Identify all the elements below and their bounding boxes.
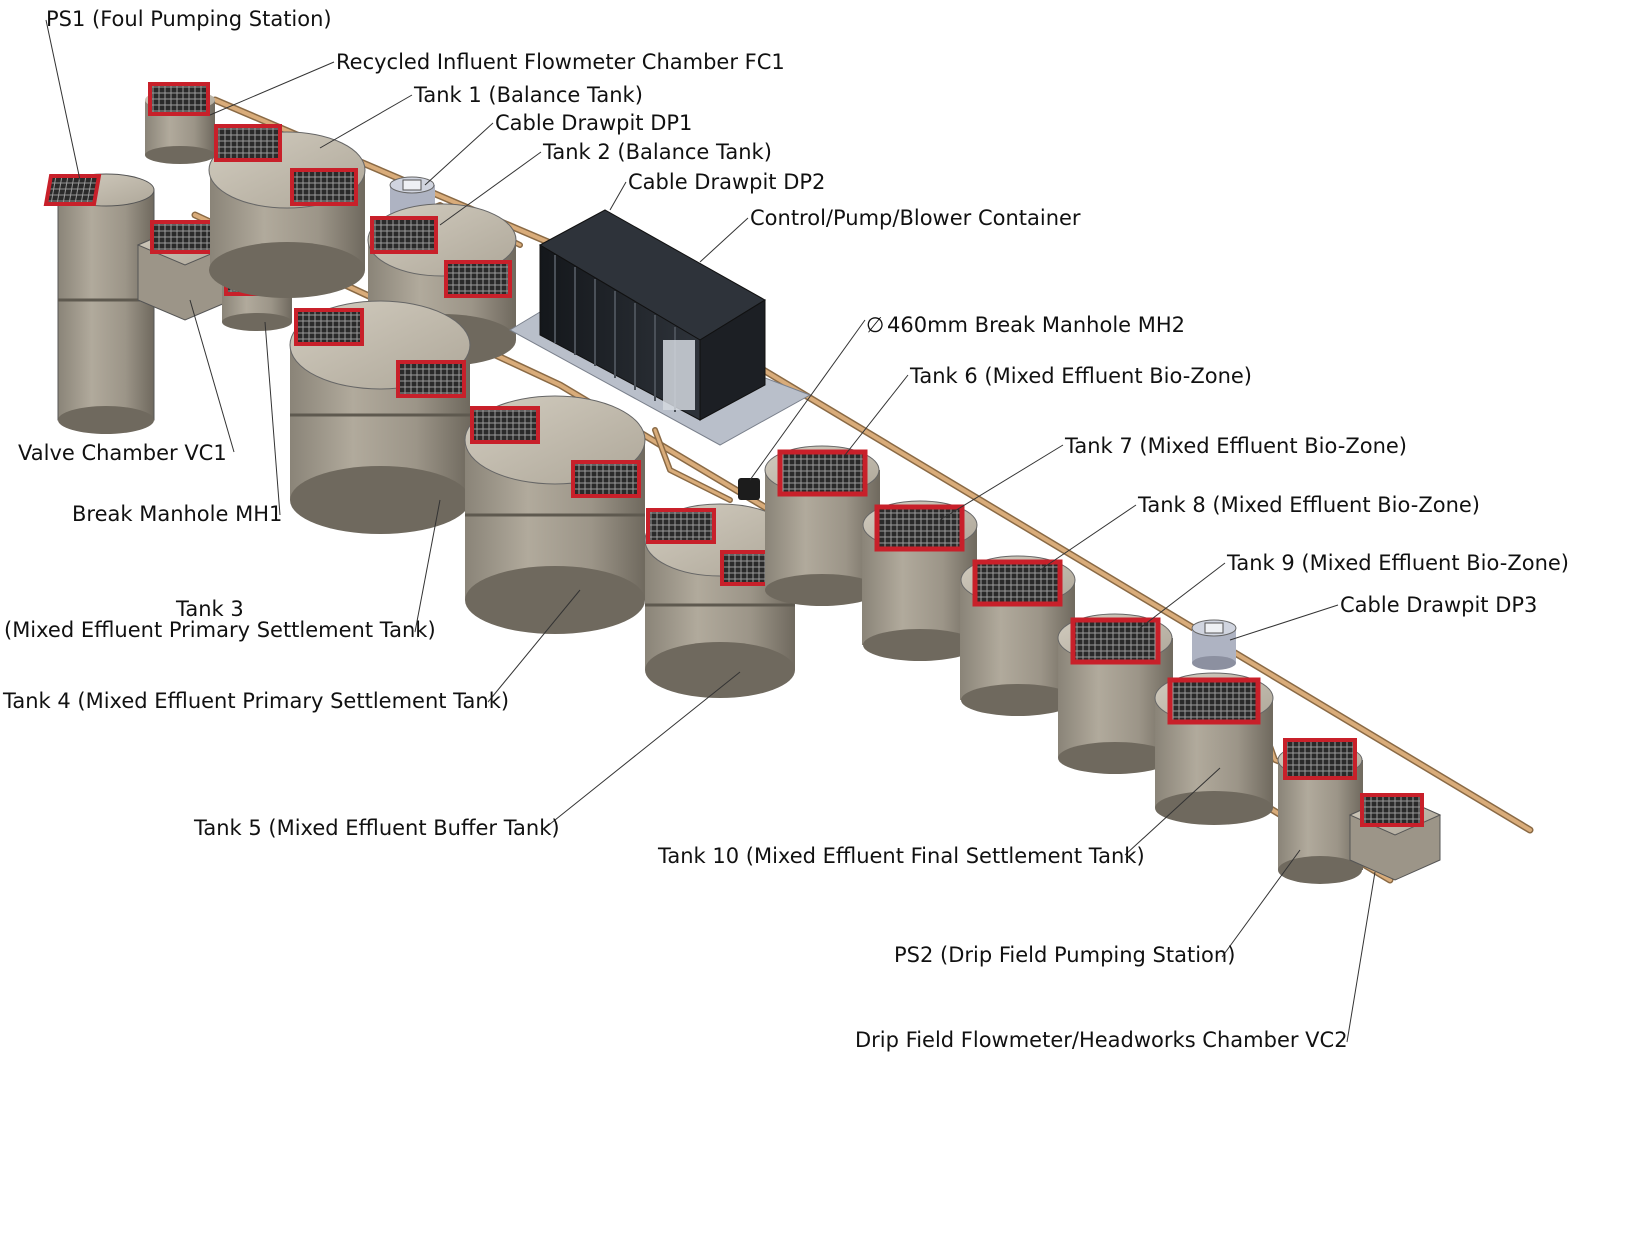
label-mh1: Break Manhole MH1 xyxy=(72,502,282,526)
leader-container xyxy=(699,217,749,263)
label-tank4: Tank 4 (Mixed Effluent Primary Settlemen… xyxy=(2,689,509,713)
leader-tank7 xyxy=(939,444,1064,521)
leader-tank1 xyxy=(319,94,413,149)
leader-ps1 xyxy=(45,19,81,181)
leader-dp2 xyxy=(609,181,627,211)
control-container xyxy=(538,209,766,421)
label-tank2: Tank 2 (Balance Tank) xyxy=(542,140,772,164)
label-vc2: Drip Field Flowmeter/Headworks Chamber V… xyxy=(855,1028,1348,1052)
label-container: Control/Pump/Blower Container xyxy=(750,206,1081,230)
label-tank6: Tank 6 (Mixed Effluent Bio-Zone) xyxy=(909,364,1252,388)
tank-10 xyxy=(1154,672,1274,825)
leader-fc1 xyxy=(209,61,335,116)
vc1-chamber xyxy=(136,220,234,321)
leader-tank10 xyxy=(1124,767,1221,856)
leader-tank5 xyxy=(544,671,741,829)
leader-lines xyxy=(45,19,1376,1043)
leader-dp3 xyxy=(1229,604,1339,641)
tank-8 xyxy=(960,555,1076,716)
dp3-drawpit xyxy=(1191,619,1237,670)
leader-mh2 xyxy=(749,319,866,481)
label-ps2: PS2 (Drip Field Pumping Station) xyxy=(894,943,1235,967)
tank-4 xyxy=(464,395,646,634)
label-tank9: Tank 9 (Mixed Effluent Bio-Zone) xyxy=(1226,551,1569,575)
label-dp2: Cable Drawpit DP2 xyxy=(628,170,825,194)
ps1-tank xyxy=(43,173,155,434)
vc2-chamber xyxy=(1348,793,1442,881)
fc1-chamber xyxy=(145,82,215,164)
leader-mh1 xyxy=(264,321,281,516)
label-tank3-line1: Tank 3 xyxy=(175,597,244,621)
leader-tank3 xyxy=(414,499,441,633)
leader-tank2 xyxy=(439,151,542,226)
leader-tank8 xyxy=(1039,504,1137,571)
label-tank5: Tank 5 (Mixed Effluent Buffer Tank) xyxy=(193,816,560,840)
label-dp1: Cable Drawpit DP1 xyxy=(495,111,692,135)
tank-6 xyxy=(764,445,880,606)
tank-1 xyxy=(208,124,366,298)
tank-7 xyxy=(862,500,978,661)
tank-9 xyxy=(1057,613,1173,774)
label-mh2: 460mm Break Manhole MH2 xyxy=(887,313,1185,337)
label-layer: PS1 (Foul Pumping Station) Recycled Infl… xyxy=(2,7,1569,1052)
label-dp3: Cable Drawpit DP3 xyxy=(1340,593,1537,617)
leader-vc2 xyxy=(1346,871,1376,1043)
label-fc1: Recycled Influent Flowmeter Chamber FC1 xyxy=(336,50,785,74)
tank-5 xyxy=(644,503,796,698)
leader-dp1 xyxy=(424,122,494,186)
label-ps1: PS1 (Foul Pumping Station) xyxy=(46,7,332,31)
leader-tank4 xyxy=(487,589,581,703)
diameter-symbol-icon: ∅ xyxy=(866,313,884,337)
label-tank7: Tank 7 (Mixed Effluent Bio-Zone) xyxy=(1064,434,1407,458)
leader-vc1 xyxy=(189,299,235,453)
leader-tank9 xyxy=(1139,562,1226,629)
mh2-manhole xyxy=(738,478,760,500)
leader-ps2 xyxy=(1221,849,1301,958)
label-tank8: Tank 8 (Mixed Effluent Bio-Zone) xyxy=(1137,493,1480,517)
label-vc1: Valve Chamber VC1 xyxy=(18,441,227,465)
label-tank10: Tank 10 (Mixed Effluent Final Settlement… xyxy=(657,844,1145,868)
label-tank3-line2: (Mixed Effluent Primary Settlement Tank) xyxy=(4,618,436,642)
label-tank1: Tank 1 (Balance Tank) xyxy=(413,83,643,107)
leader-tank6 xyxy=(844,374,909,456)
tank-3 xyxy=(289,300,471,534)
